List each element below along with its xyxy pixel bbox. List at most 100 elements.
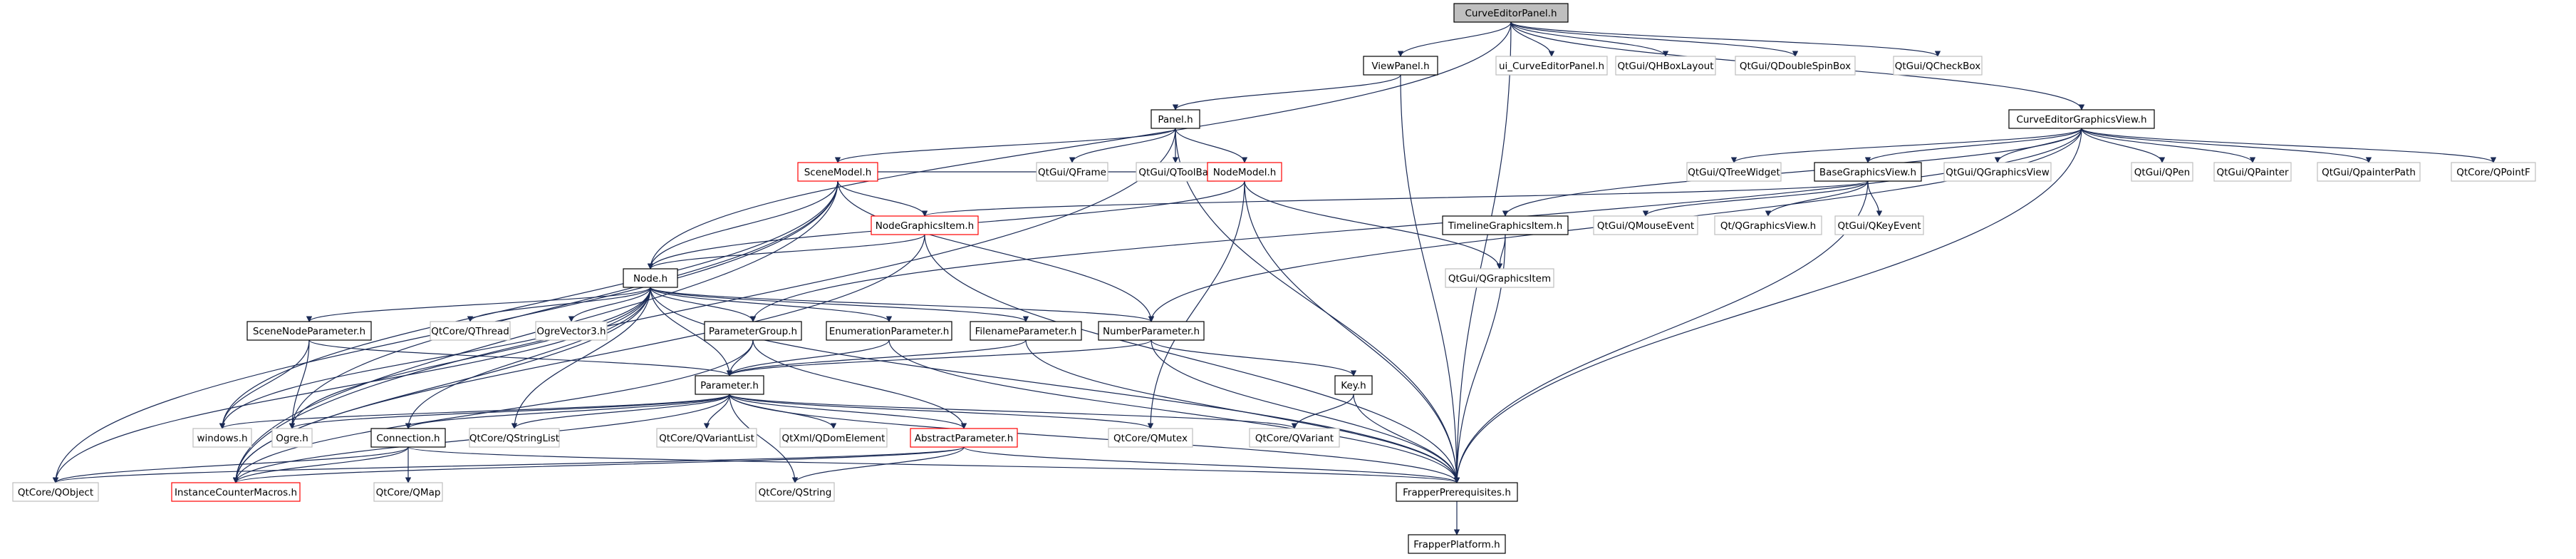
node-filenameparameter_h[interactable]: FilenameParameter.h <box>970 321 1082 341</box>
node-box-filenameparameter_h[interactable] <box>970 321 1082 341</box>
node-box-scenemodel_h[interactable] <box>797 162 878 182</box>
node-abstractparameter_h[interactable]: AbstractParameter.h <box>910 428 1018 448</box>
node-box-instancecountermacros_h[interactable] <box>171 482 301 502</box>
node-qgraphicsitem[interactable]: QtGui/QGraphicsItem <box>1445 268 1554 288</box>
node-connection_h[interactable]: Connection.h <box>370 428 446 448</box>
node-box-qgraphicsitem[interactable] <box>1445 268 1554 288</box>
node-qobject[interactable]: QtCore/QObject <box>12 482 99 502</box>
node-parameter_h[interactable]: Parameter.h <box>695 375 764 395</box>
node-scenemodel_h[interactable]: SceneModel.h <box>797 162 878 182</box>
node-box-parameter_h[interactable] <box>695 375 764 395</box>
node-box-qpainterpath[interactable] <box>2317 162 2421 182</box>
node-box-ui_curveeditorpanel_h[interactable] <box>1495 56 1608 76</box>
node-ogre_h[interactable]: Ogre.h <box>271 428 313 448</box>
node-qthread[interactable]: QtCore/QThread <box>430 321 511 341</box>
node-qgraphicsview[interactable]: QtGui/QGraphicsView <box>1943 162 2052 182</box>
node-box-qmouseevent[interactable] <box>1593 215 1698 235</box>
node-box-node_h[interactable] <box>623 268 678 288</box>
node-key_h[interactable]: Key.h <box>1334 375 1373 395</box>
node-box-qcheckbox[interactable] <box>1893 56 1983 76</box>
node-box-ogre_h[interactable] <box>271 428 313 448</box>
node-box-windows_h[interactable] <box>192 428 252 448</box>
node-curveeditorgraphicsview_h[interactable]: CurveEditorGraphicsView.h <box>2008 109 2155 129</box>
node-box-qhboxlayout[interactable] <box>1615 56 1716 76</box>
node-nodemodel_h[interactable]: NodeModel.h <box>1207 162 1282 182</box>
node-basegraphicsview_h[interactable]: BaseGraphicsView.h <box>1814 162 1922 182</box>
node-frapperprerequisites_h[interactable]: FrapperPrerequisites.h <box>1396 482 1518 502</box>
node-qpen[interactable]: QtGui/QPen <box>2131 162 2193 182</box>
node-viewpanel_h[interactable]: ViewPanel.h <box>1363 56 1438 76</box>
node-box-qt_qgraphicsview_h[interactable] <box>1714 215 1822 235</box>
node-qvariantlist[interactable]: QtCore/QVariantList <box>656 428 757 448</box>
node-box-ogrevector3_h[interactable] <box>535 321 608 341</box>
node-qpointf[interactable]: QtCore/QPointF <box>2451 162 2536 182</box>
node-enumerationparameter_h[interactable]: EnumerationParameter.h <box>826 321 952 341</box>
node-box-frapperplatform_h[interactable] <box>1408 534 1506 554</box>
node-qtreewidget[interactable]: QtGui/QTreeWidget <box>1686 162 1782 182</box>
node-qmouseevent[interactable]: QtGui/QMouseEvent <box>1593 215 1698 235</box>
node-box-qstring[interactable] <box>755 482 835 502</box>
node-box-qpainter[interactable] <box>2213 162 2292 182</box>
node-qmutex[interactable]: QtCore/QMutex <box>1108 428 1193 448</box>
node-box-nodegraphicsitem_h[interactable] <box>871 215 979 235</box>
node-box-qframe[interactable] <box>1036 162 1108 182</box>
node-box-frapperprerequisites_h[interactable] <box>1396 482 1518 502</box>
node-box-panel_h[interactable] <box>1151 109 1200 129</box>
node-label-qgraphicsitem: QtGui/QGraphicsItem <box>1448 273 1551 284</box>
node-panel_h[interactable]: Panel.h <box>1151 109 1200 129</box>
node-qmap[interactable]: QtCore/QMap <box>373 482 443 502</box>
node-qpainterpath[interactable]: QtGui/QpainterPath <box>2317 162 2421 182</box>
node-qvariant[interactable]: QtCore/QVariant <box>1249 428 1340 448</box>
node-ogrevector3_h[interactable]: OgreVector3.h <box>535 321 608 341</box>
node-qcheckbox[interactable]: QtGui/QCheckBox <box>1893 56 1983 76</box>
node-box-curveeditorgraphicsview_h[interactable] <box>2008 109 2155 129</box>
node-ui_curveeditorpanel_h[interactable]: ui_CurveEditorPanel.h <box>1495 56 1608 76</box>
node-box-abstractparameter_h[interactable] <box>910 428 1018 448</box>
node-box-scenenodeparameter_h[interactable] <box>246 321 372 341</box>
node-scenenodeparameter_h[interactable]: SceneNodeParameter.h <box>246 321 372 341</box>
node-box-qmutex[interactable] <box>1108 428 1193 448</box>
node-box-qvariant[interactable] <box>1249 428 1340 448</box>
node-qkeyevent[interactable]: QtGui/QKeyEvent <box>1834 215 1924 235</box>
node-nodegraphicsitem_h[interactable]: NodeGraphicsItem.h <box>871 215 979 235</box>
node-box-qthread[interactable] <box>430 321 511 341</box>
node-box-numberparameter_h[interactable] <box>1098 321 1205 341</box>
node-box-qvariantlist[interactable] <box>656 428 757 448</box>
node-qt_qgraphicsview_h[interactable]: Qt/QGraphicsView.h <box>1714 215 1822 235</box>
node-box-qkeyevent[interactable] <box>1834 215 1924 235</box>
node-qdomelement[interactable]: QtXml/QDomElement <box>779 428 888 448</box>
node-timelinegraphicsitem_h[interactable]: TimelineGraphicsItem.h <box>1442 215 1569 235</box>
node-box-qgraphicsview[interactable] <box>1943 162 2052 182</box>
node-box-qobject[interactable] <box>12 482 99 502</box>
node-node_h[interactable]: Node.h <box>623 268 678 288</box>
node-windows_h[interactable]: windows.h <box>192 428 252 448</box>
node-box-qpen[interactable] <box>2131 162 2193 182</box>
node-box-connection_h[interactable] <box>370 428 446 448</box>
node-box-timelinegraphicsitem_h[interactable] <box>1442 215 1569 235</box>
node-qtoolbar[interactable]: QtGui/QToolBar <box>1136 162 1215 182</box>
node-frapperplatform_h[interactable]: FrapperPlatform.h <box>1408 534 1506 554</box>
node-parametergroup_h[interactable]: ParameterGroup.h <box>704 321 802 341</box>
node-box-qpointf[interactable] <box>2451 162 2536 182</box>
node-qpainter[interactable]: QtGui/QPainter <box>2213 162 2292 182</box>
node-box-parametergroup_h[interactable] <box>704 321 802 341</box>
node-qstringlist[interactable]: QtCore/QStringList <box>469 428 560 448</box>
node-box-basegraphicsview_h[interactable] <box>1814 162 1922 182</box>
node-instancecountermacros_h[interactable]: InstanceCounterMacros.h <box>171 482 301 502</box>
node-qhboxlayout[interactable]: QtGui/QHBoxLayout <box>1615 56 1716 76</box>
node-qstring[interactable]: QtCore/QString <box>755 482 835 502</box>
node-box-viewpanel_h[interactable] <box>1363 56 1438 76</box>
node-box-qtreewidget[interactable] <box>1686 162 1782 182</box>
node-box-qstringlist[interactable] <box>469 428 560 448</box>
node-box-key_h[interactable] <box>1334 375 1373 395</box>
node-box-curveeditorpanel_h[interactable] <box>1453 3 1569 23</box>
node-numberparameter_h[interactable]: NumberParameter.h <box>1098 321 1205 341</box>
node-curveeditorpanel_h[interactable]: CurveEditorPanel.h <box>1453 3 1569 23</box>
node-box-qmap[interactable] <box>373 482 443 502</box>
node-box-qdomelement[interactable] <box>779 428 888 448</box>
node-qframe[interactable]: QtGui/QFrame <box>1036 162 1108 182</box>
node-box-qdoublespinbox[interactable] <box>1735 56 1856 76</box>
node-box-nodemodel_h[interactable] <box>1207 162 1282 182</box>
node-box-enumerationparameter_h[interactable] <box>826 321 952 341</box>
node-qdoublespinbox[interactable]: QtGui/QDoubleSpinBox <box>1735 56 1856 76</box>
